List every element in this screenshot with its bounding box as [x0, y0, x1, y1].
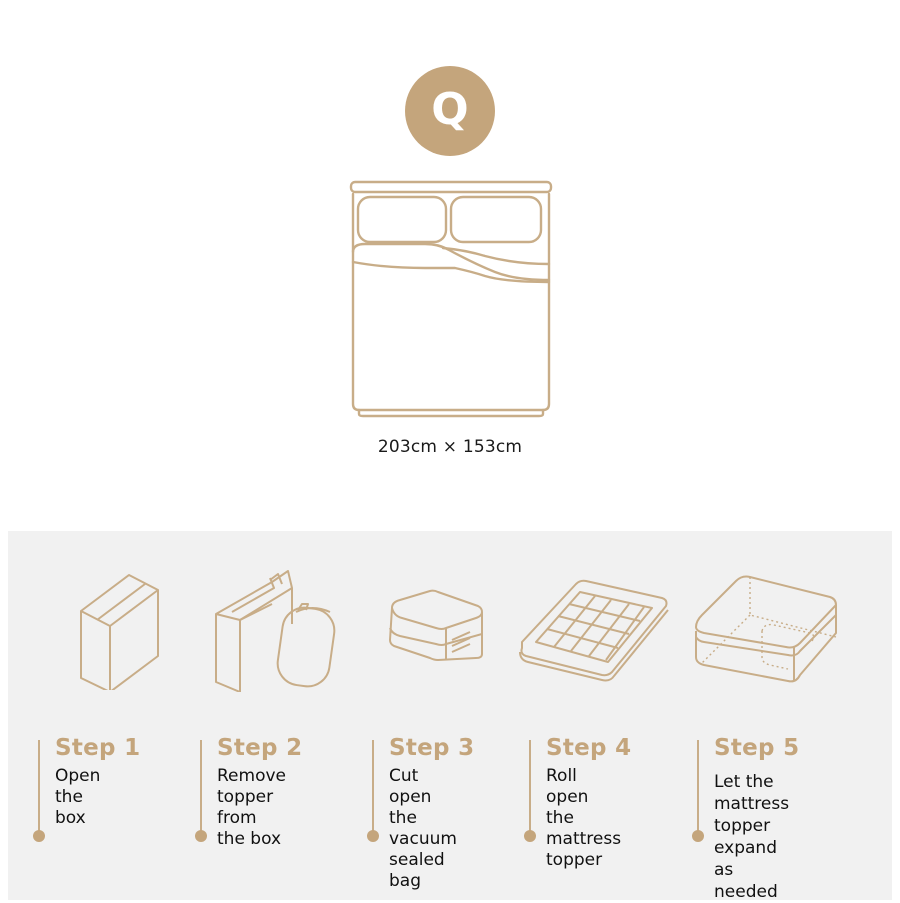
- step-4-timeline-line: [529, 740, 531, 832]
- bed-dimensions: 203cm × 153cm: [377, 437, 523, 457]
- step-1-timeline-dot: [33, 830, 45, 842]
- step-5-title: Step 5: [714, 735, 800, 761]
- step-1-description: Open the box: [55, 766, 101, 828]
- closed-box-icon: [80, 574, 159, 690]
- step-2-description: Remove topper from the box: [217, 766, 286, 849]
- expanded-topper-icon: [695, 575, 837, 683]
- step-2-title: Step 2: [217, 735, 303, 761]
- step-5-timeline-line: [697, 740, 699, 832]
- step-4-description: Roll open the mattress topper: [546, 766, 622, 870]
- step-5-timeline-dot: [692, 830, 704, 842]
- step-1-title: Step 1: [55, 735, 141, 761]
- open-box-with-rolled-topper-icon: [215, 570, 336, 692]
- step-3-timeline-line: [372, 740, 374, 832]
- bed-icon: [349, 180, 553, 418]
- step-2-timeline-dot: [195, 830, 207, 842]
- step-2-timeline-line: [200, 740, 202, 832]
- step-4-timeline-dot: [524, 830, 536, 842]
- step-4-title: Step 4: [546, 735, 632, 761]
- quilted-topper-icon: [519, 579, 669, 682]
- folded-topper-icon: [389, 589, 483, 661]
- step-5-description: Let the mattress topper expand as needed: [714, 772, 790, 902]
- step-3-description: Cut open the vacuum sealed bag: [389, 766, 457, 891]
- step-1-timeline-line: [38, 740, 40, 832]
- size-letter: Q: [431, 84, 469, 135]
- step-3-timeline-dot: [367, 830, 379, 842]
- size-badge: Q: [405, 66, 495, 156]
- step-3-title: Step 3: [389, 735, 475, 761]
